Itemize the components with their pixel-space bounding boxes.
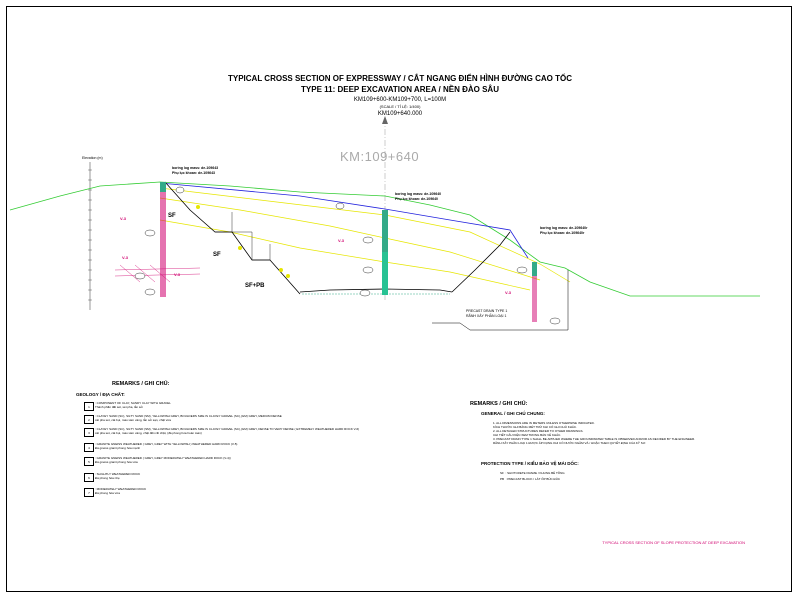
slope-label-sf-pb: SF+PB [245, 283, 265, 289]
centerline-arrow [382, 116, 388, 124]
geology-symbol-3: 3 [84, 428, 94, 437]
borehole-2-lower [382, 252, 388, 295]
excavation-slope-left [164, 181, 301, 295]
borehole-3-top [532, 262, 537, 276]
geology-boundary-1 [159, 187, 571, 283]
geology-symbol-7: 7 [84, 488, 94, 497]
geology-boundary-2 [159, 197, 541, 281]
drain-outline [432, 270, 569, 331]
geology-item-1: : COMPONENT OF CLAY, SANDY CLAY WITH GRA… [95, 401, 171, 409]
drawing-frame [6, 6, 792, 592]
geology-symbols [134, 186, 561, 325]
elevation-ticks [88, 169, 92, 301]
geology-subtitle: GEOLOGY / ĐỊA CHẤT: [76, 392, 125, 397]
slope-label-sf-2: SF [213, 252, 221, 258]
weathered-zone-hatch [114, 264, 201, 283]
slope-markers [196, 205, 290, 278]
km-exact: KM109+640.000 [377, 111, 423, 117]
geology-item-2: : CLAYEY SAND (SC), SILTY SAND (SM), YEL… [95, 414, 282, 422]
general-subtitle: GENERAL / GHI CHÚ CHUNG: [481, 411, 545, 416]
protection-item-pb: PB : PRECAST BLOCK / LÁT ỐP BÚC ĐÚC [500, 477, 561, 481]
design-line [159, 182, 529, 259]
protection-item-sf: SF : SHOTCRETE FRAME / KHUNG BÊ TÔNG [500, 471, 565, 475]
layer-label-4: V-3 [338, 238, 345, 243]
roadway-surface [299, 288, 453, 293]
elevation-axis-title: Elevation (m) [82, 156, 103, 160]
layer-label-2: V-3 [122, 255, 129, 260]
drawing-subtitle: TYPE 11: DEEP EXCAVATION AREA / NỀN ĐÀO … [301, 85, 499, 94]
footer-title: TYPICAL CROSS SECTION OF SLOPE PROTECTIO… [602, 540, 745, 545]
geology-symbol-6: 6 [84, 473, 94, 482]
borehole-1 [160, 182, 166, 297]
borehole-1-top [160, 182, 166, 192]
geology-symbol-5: 5 [84, 457, 94, 466]
borehole-3 [532, 262, 537, 322]
geology-item-3: : CLAYEY SAND (SC), SILTY SAND (SM), YEL… [95, 427, 360, 435]
general-notes: 1. ALL DIMENSIONS ARE IN METERS UNLESS O… [493, 421, 695, 445]
km-range: KM109+600-KM109+700, L=100M [353, 97, 447, 103]
slope-label-sf-1: SF [168, 213, 176, 219]
layer-label-5: V-3 [505, 290, 512, 295]
excavation-slope-right [451, 231, 511, 293]
geology-boundary-3 [159, 219, 531, 291]
protection-title: PROTECTION TYPE / KIỂU BẢO VỆ MÁI DỐC: [481, 461, 579, 466]
geology-symbol-4: 4 [84, 443, 94, 452]
geology-item-5: : GRANITE GNEISS WEATHERED ( GREY, GREY … [95, 456, 231, 464]
geology-item-4: : GRANITE GNEISS WEATHERED ( GREY, GREY … [95, 442, 238, 450]
natural-ground-line [9, 181, 760, 297]
layer-label-3: V-3 [174, 272, 181, 277]
geology-symbol-2: 2 [84, 415, 94, 424]
slope-berm-lines [215, 212, 271, 261]
km-watermark: KM:109+640 [340, 149, 420, 164]
layer-label-1: V-3 [120, 216, 127, 221]
remarks-general-title: REMARKS / GHI CHÚ: [470, 401, 528, 407]
geology-symbol-1: 1 [84, 402, 94, 411]
scale-note: (SCALE / TỈ LỆ: 1/400) [379, 104, 421, 109]
remarks-geology-title: REMARKS / GHI CHÚ: [112, 381, 170, 387]
drawing-title: TYPICAL CROSS SECTION OF EXPRESSWAY / CẮ… [227, 74, 572, 83]
